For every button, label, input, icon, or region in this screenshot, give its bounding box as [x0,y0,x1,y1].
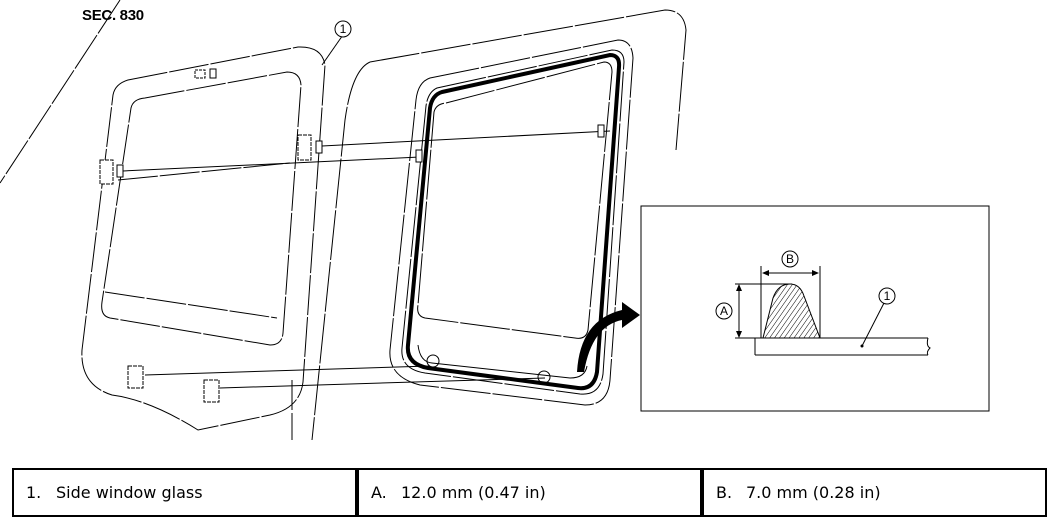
legend-key: B. [716,483,733,502]
legend-item-part-1: 1. Side window glass [12,468,357,517]
legend-value: 7.0 mm (0.28 in) [746,483,881,502]
legend-value: Side window glass [56,483,203,502]
detail-arrow [577,302,640,372]
callout-A: A [720,304,728,318]
glass-panel-outline [81,46,326,431]
side-window-diagram: SEC. 830 [0,0,990,441]
legend-key: 1. [26,483,42,502]
detail-view-frame [640,205,990,412]
legend-item-dimension-A: A. 12.0 mm (0.47 in) [356,468,702,517]
legend-value: 12.0 mm (0.47 in) [401,483,546,502]
window-illustration: 1 [0,0,990,441]
section-label: SEC. 830 [82,7,144,24]
callout-part-1: 1 [340,22,347,36]
legend-item-dimension-B: B. 7.0 mm (0.28 in) [701,468,1047,517]
bead-cross-section [762,283,821,339]
callout-detail-part-1: 1 [884,289,891,303]
legend-table: 1. Side window glass A. 12.0 mm (0.47 in… [12,468,1047,517]
callout-B: B [786,252,794,266]
adhesive-bead [405,52,622,391]
legend-key: A. [371,483,387,502]
